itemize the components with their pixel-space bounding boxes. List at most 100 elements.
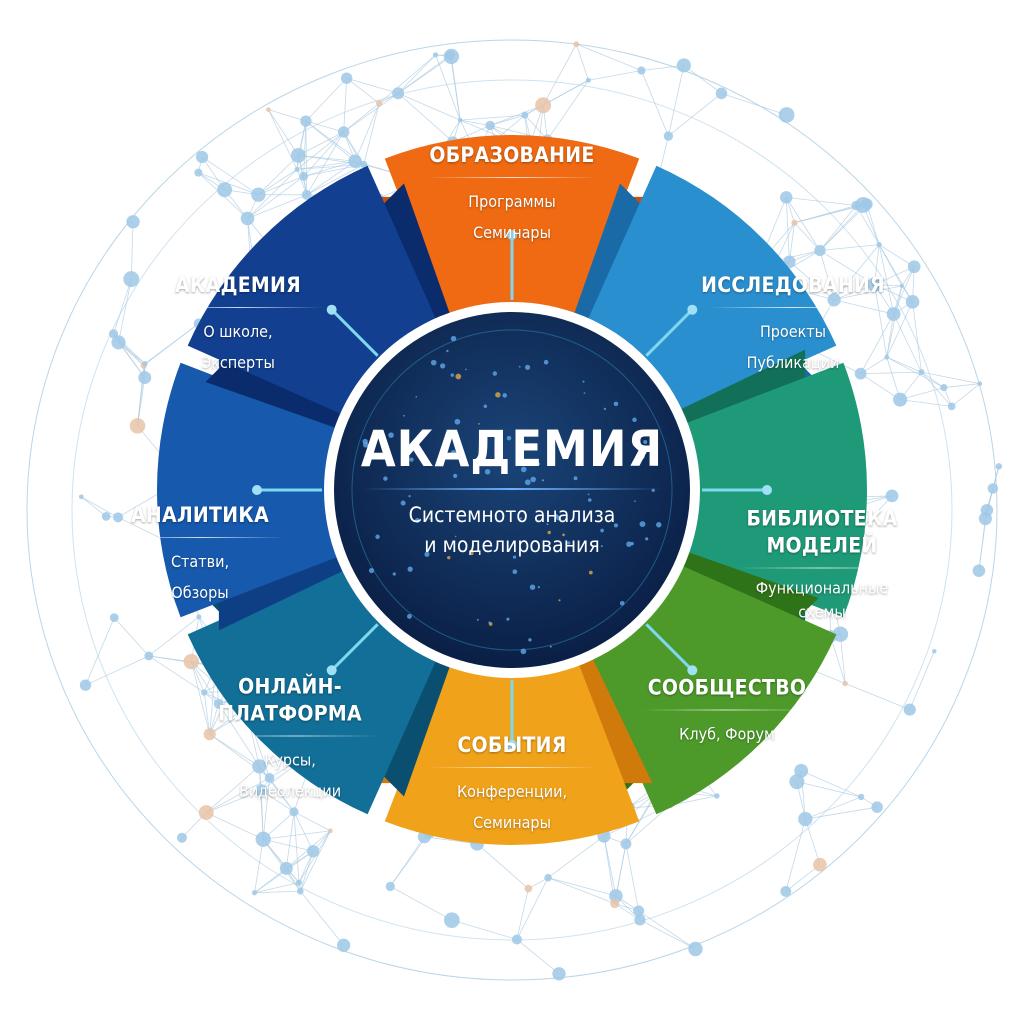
network-link — [638, 910, 696, 950]
center-subtitle-line1: Системното анализа — [408, 503, 616, 527]
network-link — [354, 103, 380, 162]
segment-title: СОБЫТИЯ — [457, 733, 567, 757]
segment-item: О школе, — [203, 322, 273, 341]
network-node — [791, 219, 798, 226]
network-node — [715, 87, 728, 100]
network-link — [305, 77, 347, 122]
segment-obrazovanie[interactable]: ОБРАЗОВАНИЕ Программы Семинары — [397, 142, 627, 248]
star-dot — [530, 476, 536, 483]
connector-dot — [507, 230, 517, 240]
network-node — [535, 97, 552, 114]
network-link — [796, 781, 862, 798]
network-link — [113, 278, 132, 335]
segment-item: Программы — [468, 192, 556, 211]
segment-item: Публикации — [746, 353, 840, 372]
network-node — [620, 838, 632, 850]
network-node — [138, 371, 152, 385]
network-node — [842, 680, 848, 687]
network-node — [113, 512, 124, 523]
network-node — [279, 861, 293, 875]
network-node — [289, 807, 299, 817]
segment-analitika[interactable]: АНАЛИТИКА Статви, Обзоры — [85, 502, 315, 608]
network-link — [547, 835, 605, 879]
network-link — [346, 77, 380, 104]
network-node — [634, 914, 646, 926]
network-link — [839, 634, 846, 684]
segment-divider — [737, 567, 907, 569]
star-dot — [454, 418, 461, 425]
star-dot — [594, 432, 598, 436]
star-dot — [634, 500, 636, 503]
network-node — [867, 277, 882, 292]
segment-onlayn-platforma[interactable]: ОНЛАЙН-ПЛАТФОРМА Курсы, Видеолекции — [210, 674, 380, 807]
network-link — [263, 838, 314, 852]
connector-dot — [326, 304, 337, 315]
star-dot — [626, 541, 632, 547]
segment-issledovaniya[interactable]: ИССЛЕДОВАНИЯ Проекты Публикации — [678, 272, 908, 378]
network-link — [819, 205, 857, 251]
network-link — [886, 357, 901, 400]
network-link — [299, 830, 331, 892]
segment-akademiya[interactable]: АКАДЕМИЯ О школе, Эксперты — [123, 272, 353, 378]
network-node — [524, 884, 533, 893]
network-link — [268, 109, 307, 122]
star-dot — [469, 550, 474, 556]
network-link — [874, 284, 888, 358]
network-link — [203, 692, 211, 735]
star-dot — [488, 621, 491, 624]
network-node — [337, 938, 351, 952]
segment-item: Видеолекции — [238, 781, 342, 801]
network-link — [860, 313, 894, 374]
star-dot — [528, 638, 532, 642]
network-link — [789, 222, 795, 262]
star-dot — [383, 476, 388, 481]
star-dot — [424, 551, 430, 557]
network-link — [978, 518, 986, 571]
network-node — [432, 52, 439, 58]
network-link — [449, 55, 461, 121]
network-link — [247, 176, 304, 219]
network-link — [804, 818, 821, 865]
segment-sobytiya[interactable]: СОБЫТИЯ Конференции, Семинары — [397, 732, 627, 838]
network-link — [805, 806, 878, 820]
star-dot — [407, 566, 413, 572]
star-dot — [409, 457, 414, 462]
network-node — [585, 77, 591, 83]
segment-soobshchestvo[interactable]: СООБЩЕСТВО Клуб, Форум — [612, 675, 842, 750]
star-dot — [543, 359, 549, 365]
center-stars — [362, 335, 662, 655]
network-link — [85, 655, 149, 686]
network-node — [123, 271, 140, 288]
star-dot — [573, 476, 578, 481]
network-link — [721, 92, 787, 116]
network-node — [443, 912, 460, 929]
network-link — [667, 65, 685, 137]
network-node — [296, 887, 304, 895]
network-node — [854, 367, 867, 380]
network-link — [137, 377, 146, 426]
segment-biblioteka-modeley[interactable]: БИБЛИОТЕКА МОДЕЛЕЙ Функциональные схемы — [732, 506, 912, 625]
network-node — [903, 703, 916, 716]
star-dot — [562, 533, 565, 537]
network-node — [79, 679, 92, 691]
network-node — [144, 651, 154, 661]
network-link — [789, 261, 835, 301]
center-divider — [362, 488, 662, 490]
network-node — [392, 87, 405, 100]
network-link — [299, 851, 314, 892]
network-link — [378, 54, 436, 104]
star-dot — [567, 541, 571, 545]
segment-title: БИБЛИОТЕКА МОДЕЛЕЙ — [746, 506, 898, 558]
network-link — [293, 811, 331, 832]
star-dot — [429, 517, 432, 520]
network-node — [348, 154, 362, 169]
segment-item: Семинары — [473, 223, 551, 242]
network-node — [552, 967, 566, 981]
network-node — [255, 831, 271, 847]
network-link — [668, 93, 722, 137]
star-dot — [603, 407, 607, 410]
star-dot — [588, 570, 593, 575]
segment-title: АКАДЕМИЯ — [175, 273, 301, 297]
network-link — [900, 399, 952, 407]
network-link — [205, 766, 260, 813]
